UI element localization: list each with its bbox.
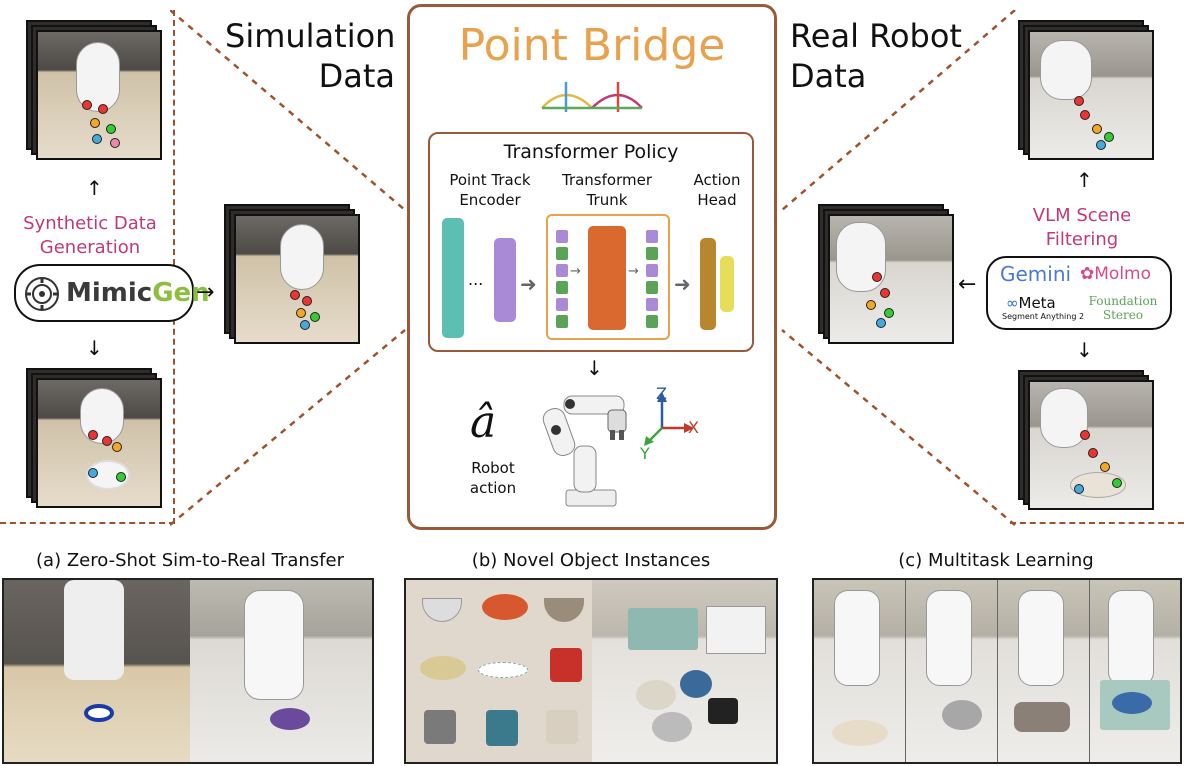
encoder-teal-block [442,218,464,338]
mimicgen-prefix: Mimic [66,278,153,308]
molmo-flower-icon: ✿ [1080,264,1095,284]
mimicgen-suffix: Gen [152,278,210,308]
axis-z-label: Z [656,384,667,403]
molmo-text: Molmo [1094,264,1152,284]
transformer-policy-title: Transformer Policy [503,141,679,163]
vlm-tools-pill [986,256,1172,330]
arrow-up-sim: ↑ [86,176,103,200]
photo-multitask [812,578,1182,764]
axis-x-label: X [688,418,699,437]
point-bridge-panel [407,4,777,530]
molmo-label: ✿Molmo [1080,264,1151,284]
arrow-encoder-trunk: ➜ [520,272,537,296]
trunk-line1: Transformer [561,171,652,189]
sam-label: Segment Anything 2 [1002,312,1085,321]
encoder-ellipsis: ... [468,270,484,289]
meta-text: Meta [1018,294,1056,312]
vlm-line2: Filtering [1045,229,1119,250]
simulation-title-line2: Data [318,57,395,95]
fs-line1: Foundation [1088,294,1158,308]
caption-c: (c) Multitask Learning [898,550,1094,571]
arrow-in-trunk: → [570,264,581,279]
action-symbol: â [470,397,497,448]
caption-b: (b) Novel Object Instances [471,550,711,571]
trunk-box [546,214,670,340]
photo-novel-objects [404,578,778,764]
head-yellow-block [720,256,734,312]
encoder-line1: Point Track [449,171,531,189]
gen-line2: Generation [39,237,141,258]
point-track-encoder-label: Point Track Encoder [440,170,540,210]
encoder-line2: Encoder [459,191,521,209]
franka-robot-illustration [542,395,627,507]
point-bridge-title: Point Bridge [458,20,726,71]
arrow-up-real: ↑ [1076,168,1093,192]
arrow-down-sim: ↓ [86,336,103,360]
action-line2: action [469,479,517,497]
action-line1: Robot [471,459,515,477]
vlm-scene-filtering-label: VLM Scene Filtering [1012,204,1152,252]
sim-connector-lines [170,10,406,526]
photo-zero-shot [2,578,374,764]
trunk-line2: Trunk [586,191,628,209]
real-robot-title: Real Robot Data [790,16,980,96]
foundation-stereo-label: Foundation Stereo [1086,294,1160,322]
arrow-down-policy: ↓ [586,356,603,380]
mimicgen-logo: MimicGen [66,278,210,308]
arrow-trunk-head: ➜ [674,272,691,296]
action-head-label: Action Head [682,170,752,210]
axis-y-label: Y [640,444,650,463]
trunk-orange-block [588,226,626,330]
vlm-line1: VLM Scene [1032,205,1132,226]
real-title-line1: Real Robot [790,17,962,55]
caption-a: (a) Zero-Shot Sim-to-Real Transfer [36,550,344,571]
head-line1: Action [693,171,741,189]
fs-line2: Stereo [1102,308,1144,322]
transformer-policy-box [428,132,754,352]
real-panel-border [1010,10,1184,524]
arrow-down-real: ↓ [1076,338,1093,362]
real-title-line2: Data [790,57,867,95]
synthetic-data-generation-label: Synthetic Data Generation [20,212,160,260]
meta-infinity-icon: ∞ [1006,294,1019,312]
gemini-label: Gemini [1000,262,1072,286]
encoder-purple-block [494,238,516,322]
meta-label: ∞Meta [1006,294,1056,312]
simulation-title: Simulation Data [225,16,395,96]
head-mustard-block [700,238,716,330]
robot-action-label: Robot action [450,458,536,498]
bridge-logo-icon [541,82,643,112]
head-line2: Head [697,191,737,209]
arrow-right-sim: → [196,280,215,305]
simulation-title-line1: Simulation [225,17,396,55]
transformer-trunk-label: Transformer Trunk [552,170,662,210]
axes-icon [644,392,694,446]
real-connector-lines [781,10,1016,526]
gen-line1: Synthetic Data [23,213,157,234]
arrow-left-real: ← [958,272,977,297]
arrow-out-trunk: → [628,264,639,279]
gear-icon [25,277,59,311]
